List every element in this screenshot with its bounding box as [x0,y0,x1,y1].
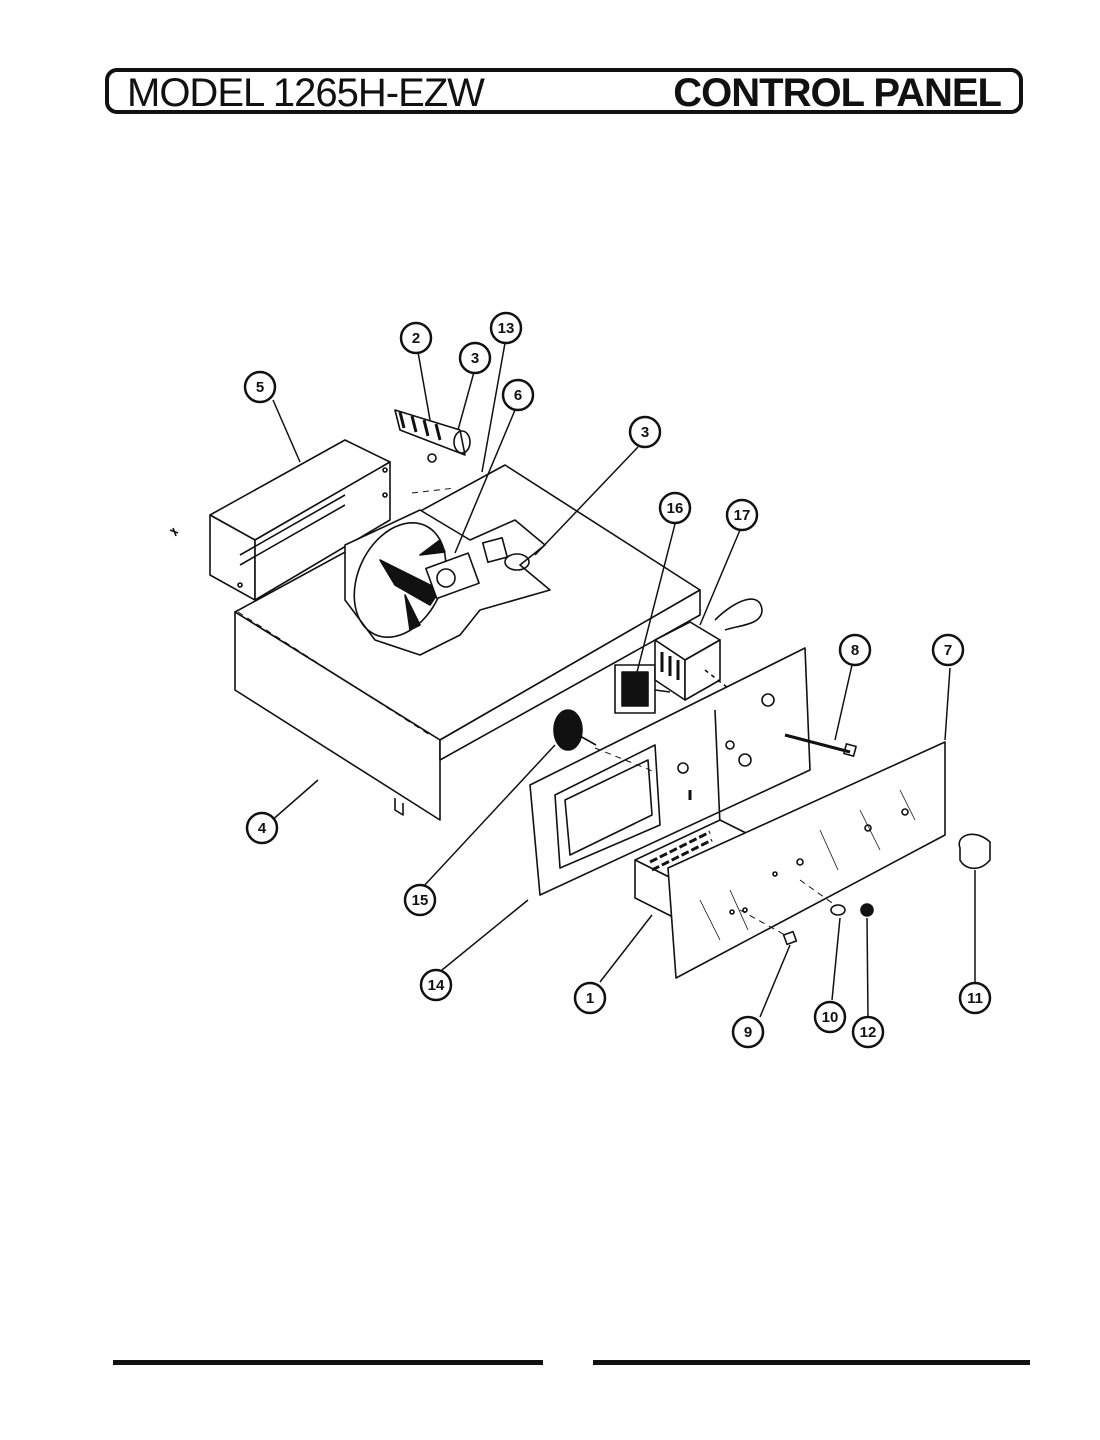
callout-number: 2 [412,330,420,347]
control-knob-part [958,833,991,870]
small-hardware-parts [782,903,874,946]
callout-number: 13 [498,320,515,337]
callout-circle [838,633,872,667]
callout-c11: 11 [958,981,992,1015]
callout-circle [725,498,759,532]
callout-number: 8 [851,642,859,659]
callout-c10: 10 [813,1000,847,1034]
callout-number: 1 [586,990,594,1007]
selector-knob-part [553,709,597,751]
callout-number: 10 [822,1009,839,1026]
callout-c2: 2 [399,321,433,355]
callout-circle [489,311,523,345]
callout-circle [958,981,992,1015]
fan-motor-part [344,509,551,656]
leader-lines [269,342,976,1018]
valve-part [394,409,471,463]
callout-c9: 9 [731,1015,765,1049]
callout-circle [658,491,692,525]
front-panel-part [667,741,946,979]
header-frame: MODEL 1265H-EZW CONTROL PANEL [105,68,1023,115]
assembly-guide-lines [411,487,836,936]
callout-circle [731,1015,765,1049]
callout-circle [243,370,277,404]
callout-c15: 15 [403,883,437,917]
callout-circle [245,811,279,845]
callout-c6: 6 [501,378,535,412]
callout-circle [813,1000,847,1034]
callout-c1: 1 [573,981,607,1015]
callout-circle [458,341,492,375]
callout-c16: 16 [658,491,692,525]
callout-circle [399,321,433,355]
callout-c5: 5 [243,370,277,404]
footer-rule-left [113,1360,543,1365]
callout-number: 4 [258,820,267,837]
callout-c17: 17 [725,498,759,532]
callout-c8: 8 [838,633,872,667]
callout-c7: 7 [931,633,965,667]
thermostat-part [654,598,763,701]
callout-circle [628,415,662,449]
callout-number: 17 [734,507,751,524]
callout-c4: 4 [245,811,279,845]
callout-c12: 12 [851,1015,885,1049]
callout-circle [403,883,437,917]
callout-c3a: 3 [458,341,492,375]
screw-part [784,733,857,757]
callout-number: 6 [514,387,522,404]
callout-c13: 13 [489,311,523,345]
callout-circle [419,968,453,1002]
mounting-plate-part [529,647,811,896]
callout-circle [573,981,607,1015]
callout-number: 11 [967,990,983,1007]
callout-number: 12 [860,1024,877,1041]
section-title: CONTROL PANEL [673,71,1002,115]
model-title: MODEL 1265H-EZW [127,71,485,115]
callout-c3b: 3 [628,415,662,449]
footer-rule-right [593,1360,1030,1365]
callout-number: 9 [744,1024,752,1041]
callout-number: 3 [641,424,649,441]
callout-circle [501,378,535,412]
callout-number: 5 [256,379,264,396]
callout-number: 15 [412,892,429,909]
callout-number: 16 [667,500,684,517]
callout-number: 7 [944,642,952,659]
callout-circle [851,1015,885,1049]
callout-number: 14 [428,977,445,994]
callout-circle [931,633,965,667]
switch-part [614,664,671,714]
bracket-part [169,439,391,601]
callout-number: 3 [471,350,479,367]
callout-c14: 14 [419,968,453,1002]
